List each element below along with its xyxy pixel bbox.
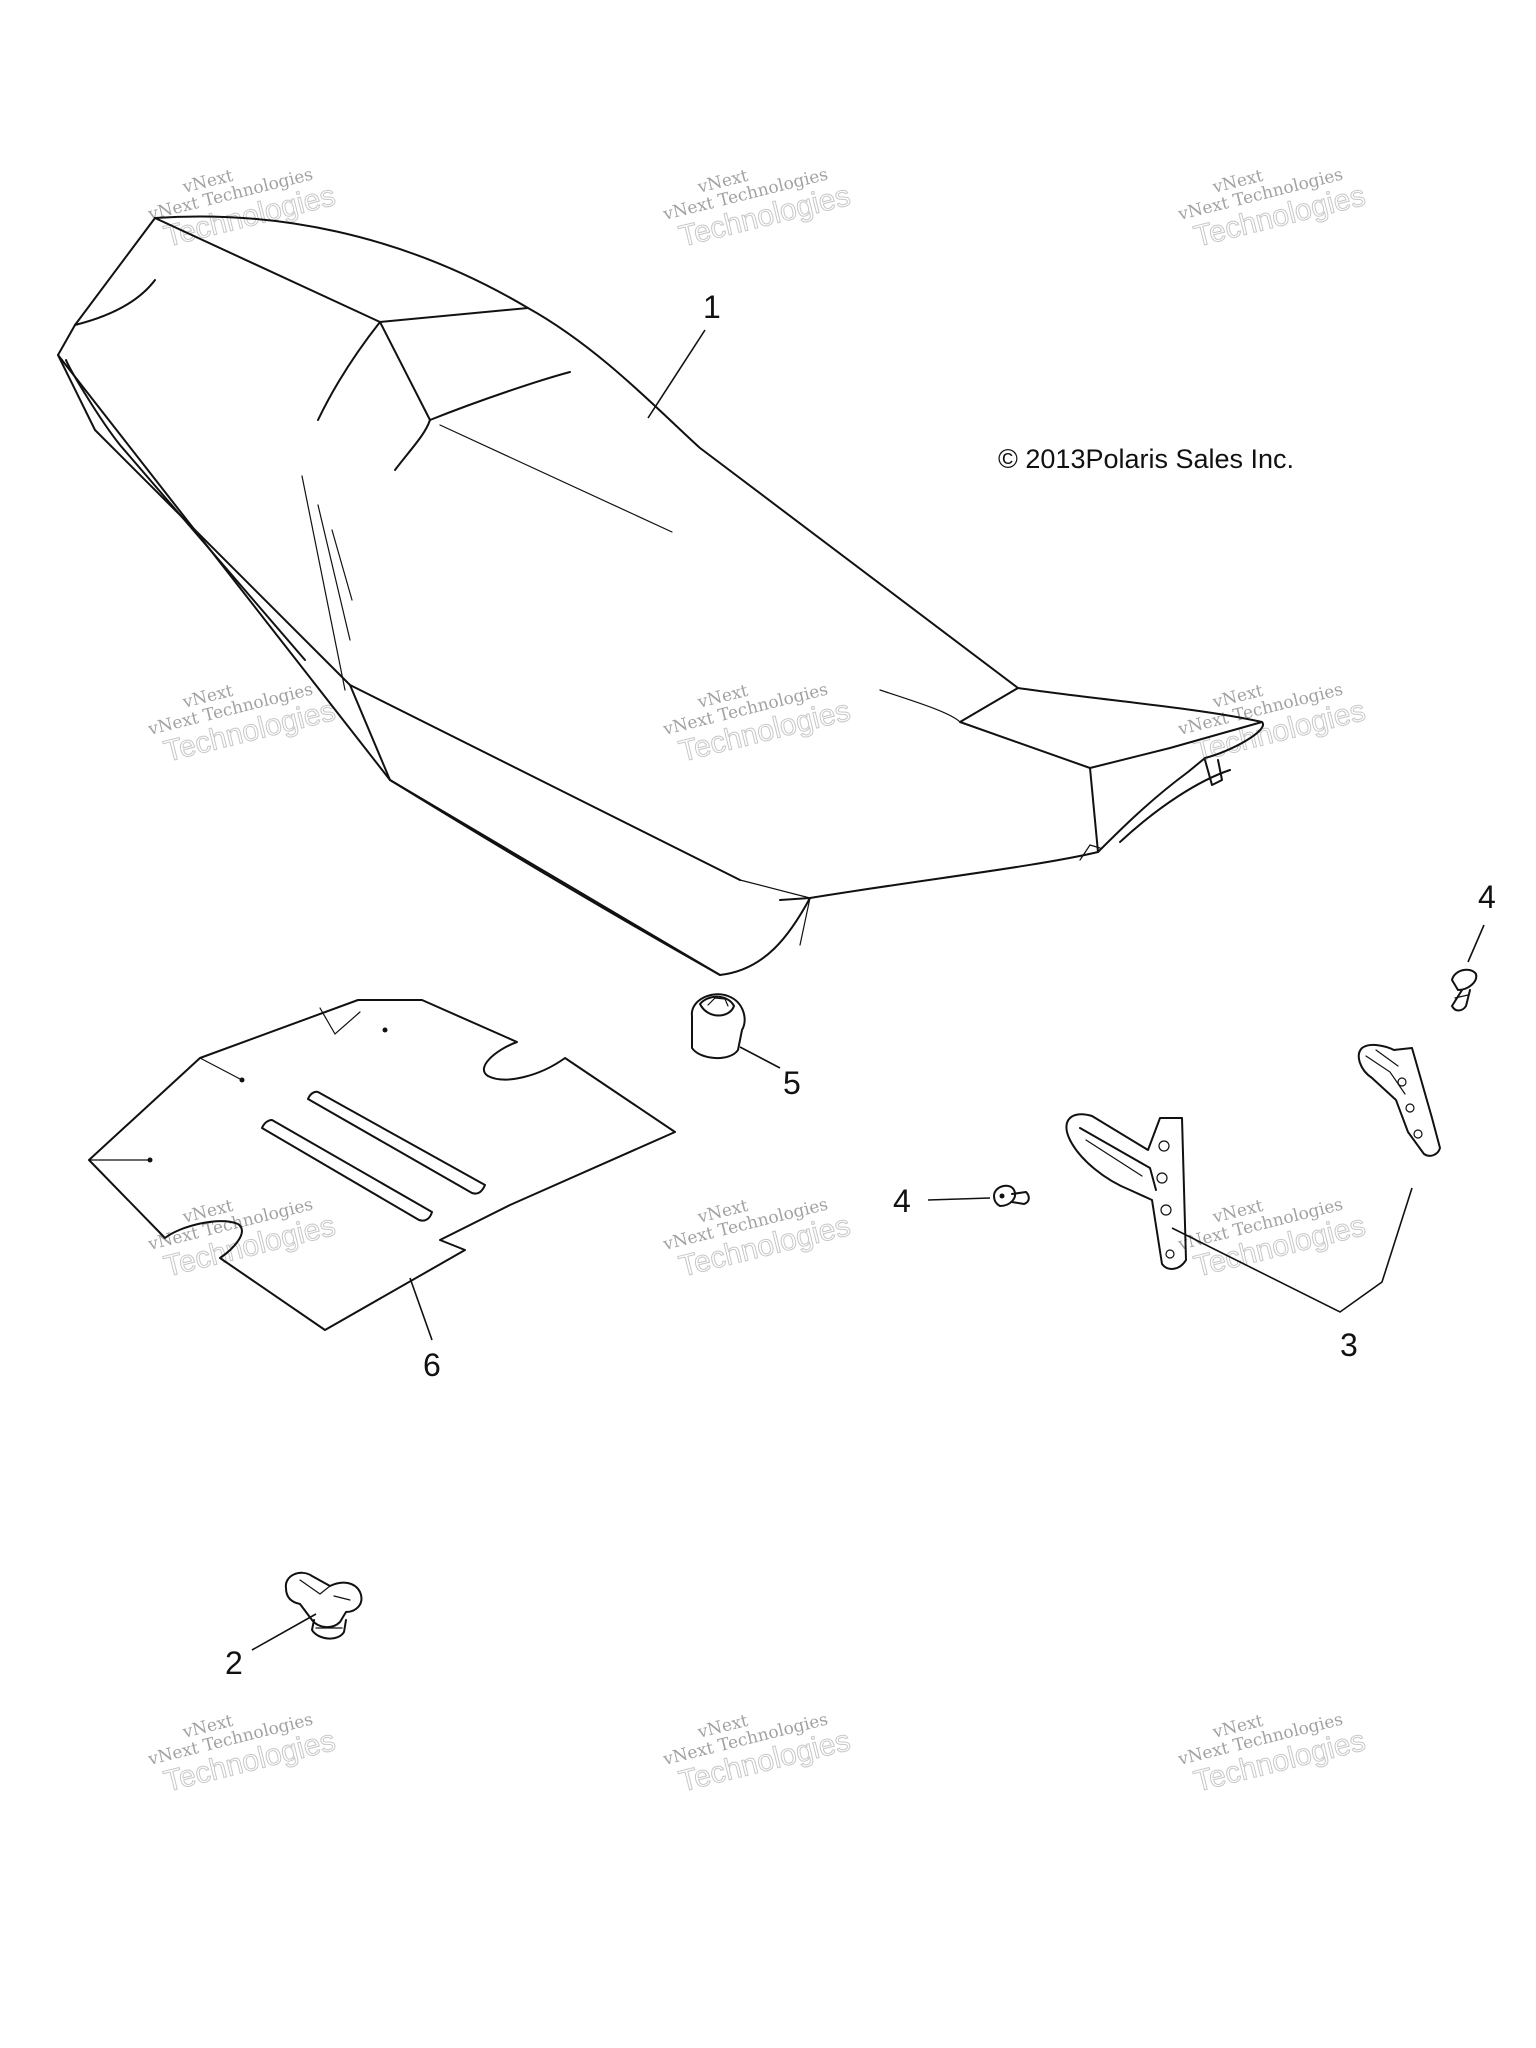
watermark: vNext vNext Technologies Technologies (145, 1195, 339, 1284)
callout-leader-pad (409, 1277, 433, 1341)
screw-icon (1451, 968, 1478, 1012)
watermark: vNext vNext Technologies Technologies (660, 680, 854, 769)
watermark: vNext vNext Technologies Technologies (1175, 680, 1369, 769)
watermark: vNext vNext Technologies Technologies (660, 1195, 854, 1284)
copyright-notice: © 2013Polaris Sales Inc. (998, 444, 1294, 474)
watermark: vNext vNext Technologies Technologies (1175, 1195, 1369, 1284)
callout-screw-lower: 4 (893, 1183, 911, 1219)
callout-leader-seat (647, 329, 706, 419)
callout-hinge-bracket: 3 (1340, 1327, 1358, 1363)
clip-icon (284, 1571, 363, 1640)
callout-clip: 2 (225, 1645, 243, 1681)
callout-seat: 1 (703, 289, 721, 325)
watermark: vNext vNext Technologies Technologies (1175, 1710, 1369, 1799)
screw-icon (993, 1184, 1030, 1207)
callout-leader-hinge-bracket (1171, 1187, 1413, 1313)
watermark: vNext vNext Technologies Technologies (660, 1710, 854, 1799)
watermark-layer: vNext vNext Technologies Technologies vN… (145, 165, 1369, 1799)
seat-icon (57, 215, 1265, 976)
callout-bumper: 5 (783, 1065, 801, 1101)
callout-leader-bumper (739, 1046, 781, 1069)
callout-screw-upper: 4 (1478, 879, 1496, 915)
callout-pad: 6 (423, 1347, 441, 1383)
watermark: vNext vNext Technologies Technologies (145, 165, 339, 254)
callout-leader-screw-upper (1467, 924, 1485, 963)
watermark: vNext vNext Technologies Technologies (1175, 165, 1369, 254)
seat-pad-icon (88, 999, 676, 1331)
watermark: vNext vNext Technologies Technologies (660, 165, 854, 254)
callout-leader-screw-lower (927, 1197, 991, 1201)
watermark: vNext vNext Technologies Technologies (145, 1710, 339, 1799)
hinge-bracket-icon (1065, 1043, 1441, 1270)
rubber-bumper-icon (690, 993, 746, 1059)
callout-leader-clip (251, 1613, 317, 1651)
